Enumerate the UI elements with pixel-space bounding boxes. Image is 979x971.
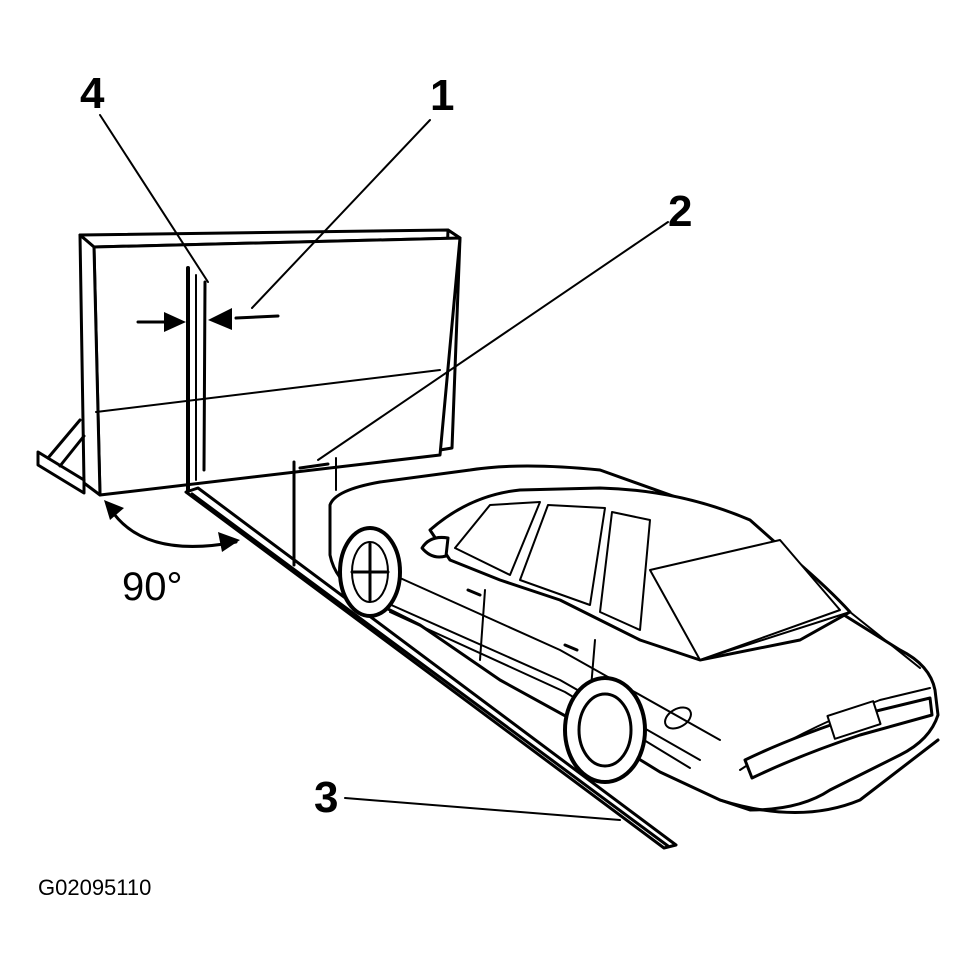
gap-measurement-arrows: [136, 308, 280, 332]
callout-2: 2: [668, 187, 692, 236]
callout-1: 1: [430, 71, 454, 120]
callout-leaders: [99, 114, 669, 821]
figure-id: G02095110: [38, 875, 151, 900]
angle-label: 90°: [122, 565, 183, 609]
callout-3: 3: [314, 773, 338, 822]
plumb-line: [292, 457, 337, 567]
callout-4: 4: [80, 69, 105, 118]
rear-wheel: [563, 676, 647, 784]
vehicle: [328, 464, 940, 814]
target-board: [78, 228, 462, 497]
board-stand: [36, 418, 86, 495]
right-angle-indicator: [104, 500, 240, 552]
floor-reference-line: [184, 486, 678, 850]
front-wheel: [338, 526, 402, 618]
